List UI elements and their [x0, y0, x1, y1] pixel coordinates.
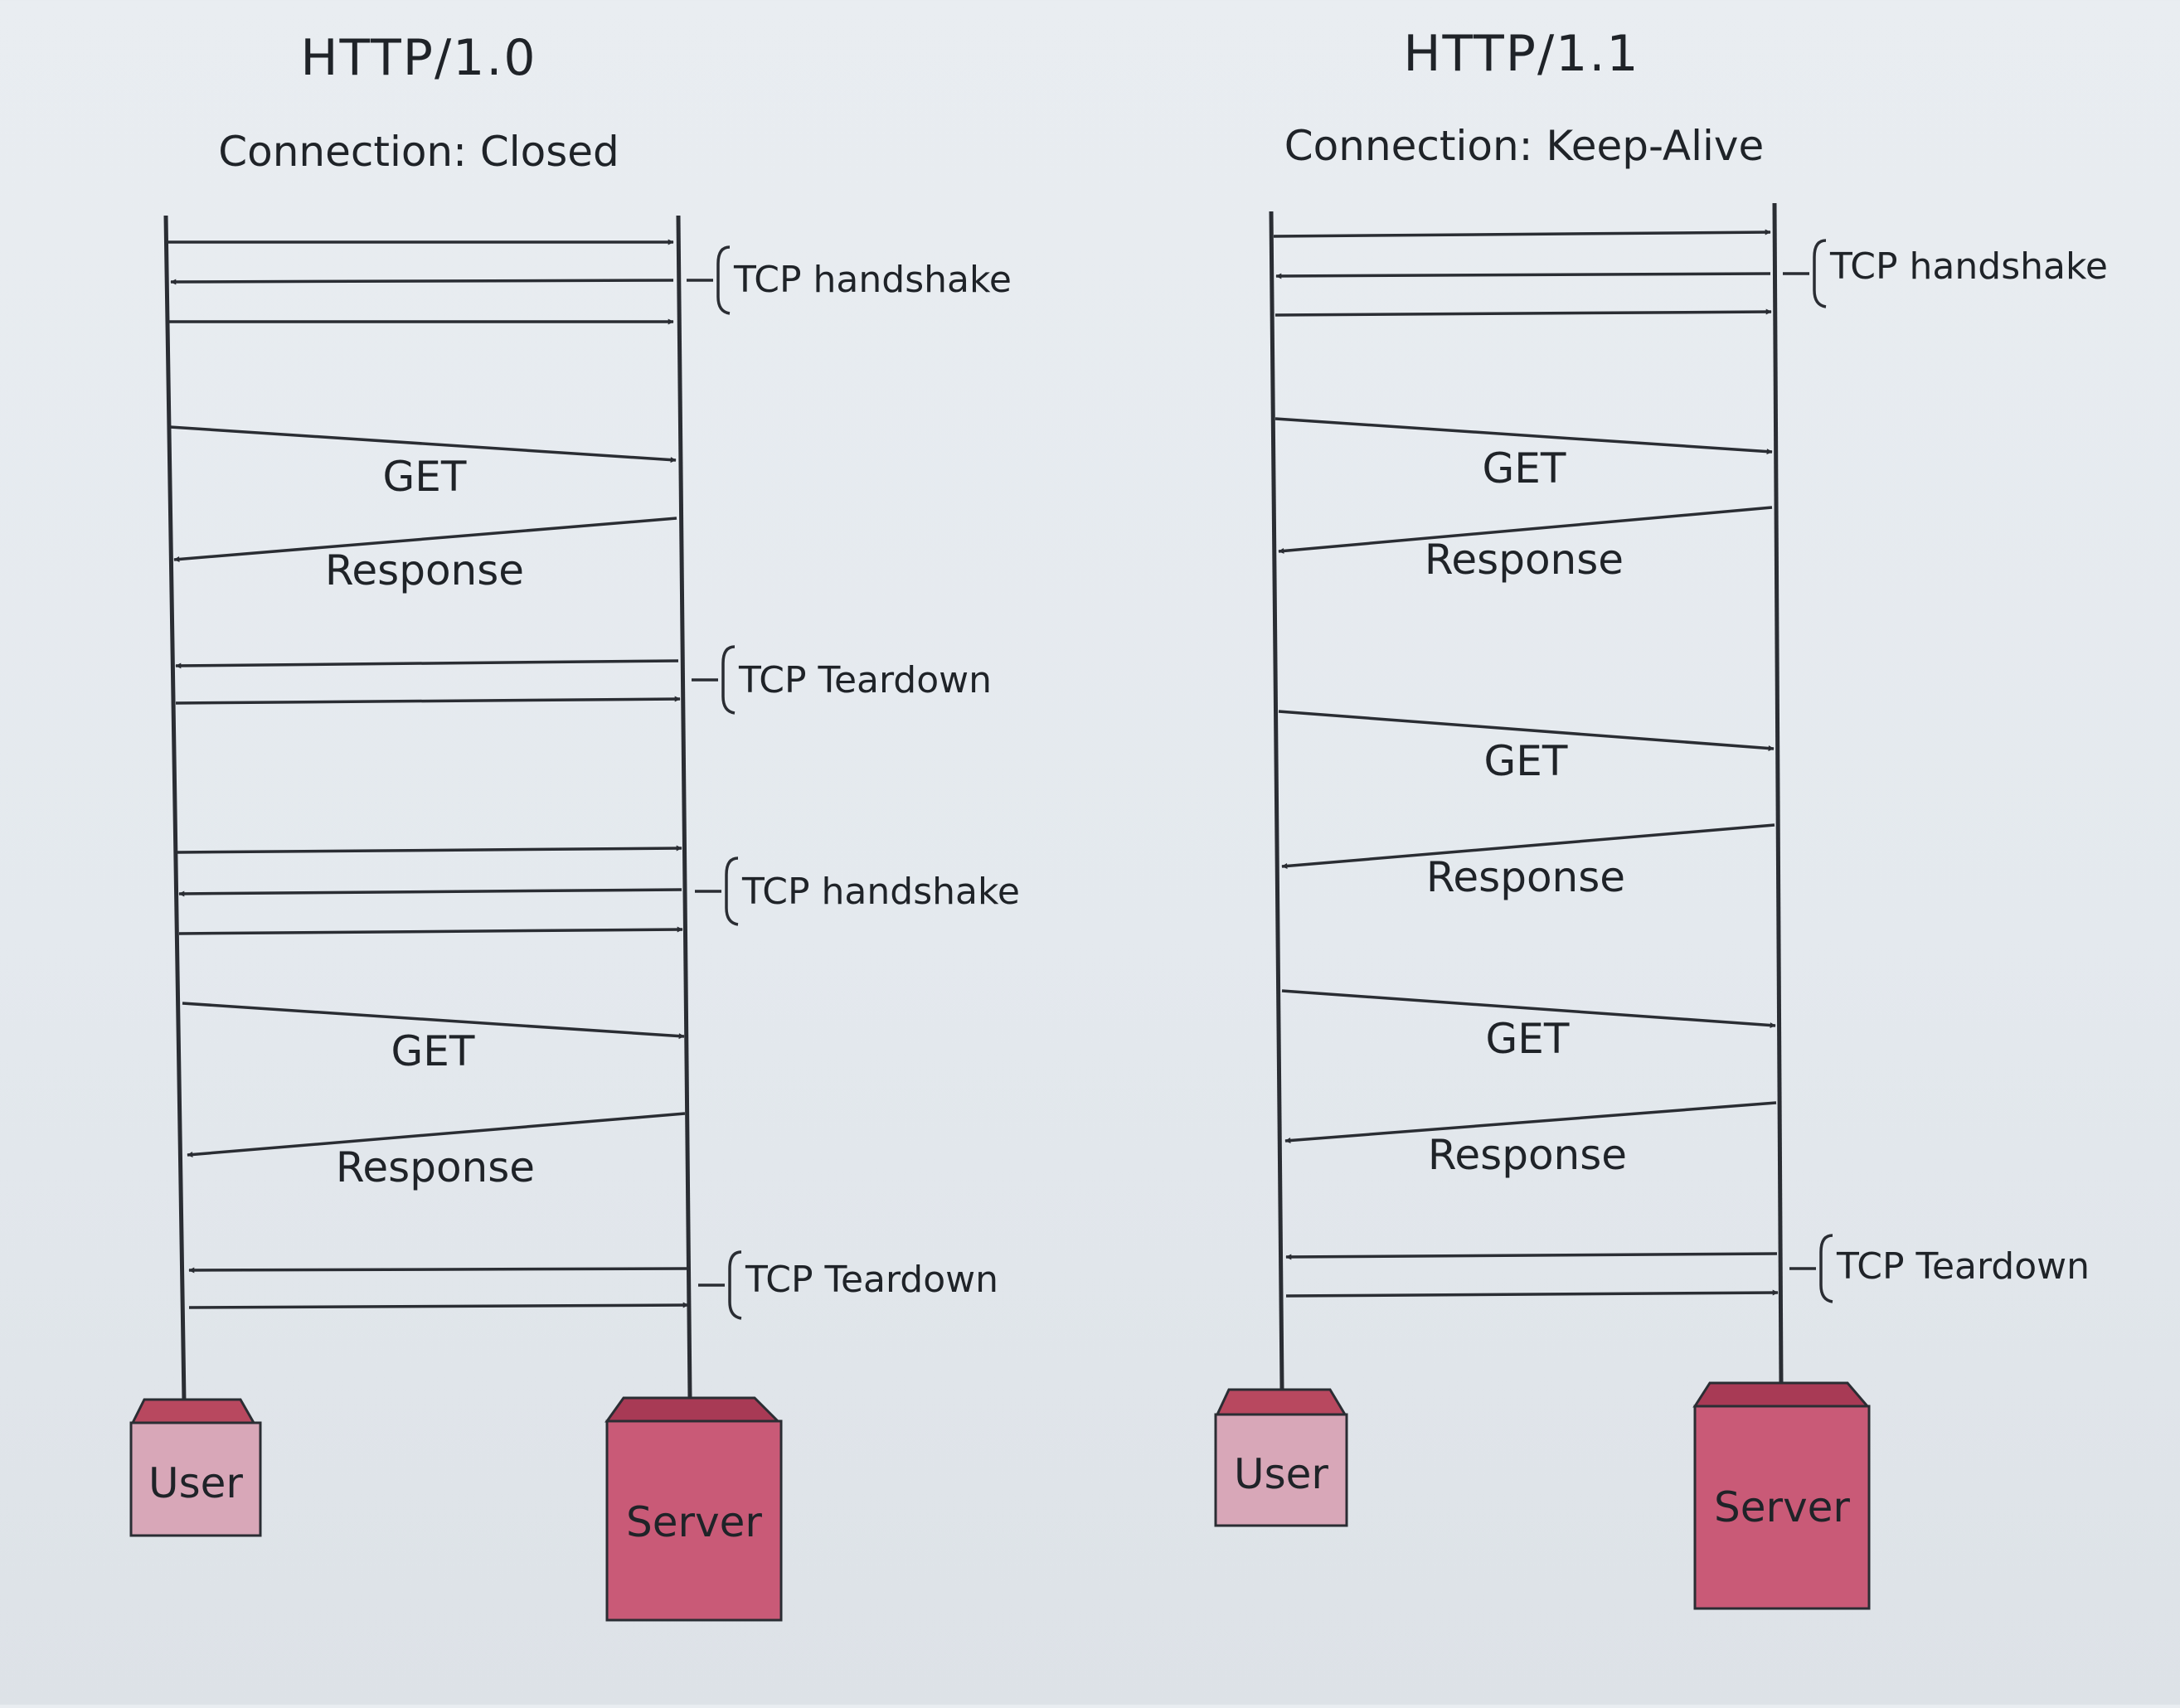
- server-label: Server: [626, 1498, 762, 1546]
- panel-title: HTTP/1.0: [300, 29, 537, 87]
- arrow-response: [1284, 1101, 1777, 1144]
- arrow-response: [1281, 823, 1775, 869]
- user-lifeline: [1269, 211, 1284, 1390]
- message-label: Response: [1425, 536, 1624, 584]
- user-label: User: [1234, 1450, 1328, 1498]
- arrow-response: [187, 1112, 686, 1157]
- message-label: Response: [1428, 1131, 1627, 1179]
- arrow-get: [1274, 417, 1773, 455]
- phase-label: TCP handshake: [741, 871, 1020, 913]
- arrow-get: [169, 425, 677, 463]
- arrow-syn-ack: [178, 888, 682, 897]
- server-box: Server: [1692, 1381, 1871, 1610]
- bracket-icon: [1789, 1234, 1833, 1303]
- arrow-syn-ack: [1275, 272, 1771, 279]
- arrow-get: [1281, 989, 1776, 1029]
- arrow-response: [1278, 506, 1773, 554]
- arrow-get: [1278, 710, 1775, 752]
- phase-label: TCP Teardown: [1836, 1245, 2090, 1288]
- message-label: GET: [1484, 737, 1568, 785]
- arrow-response: [173, 517, 677, 562]
- panel-title: HTTP/1.1: [1403, 25, 1639, 83]
- panel-http10: HTTP/1.0 Connection: Closed TCP handshak…: [129, 29, 1020, 1622]
- phase-label: TCP Teardown: [738, 659, 992, 701]
- phase-label: TCP handshake: [1829, 245, 2108, 288]
- user-box: User: [1214, 1388, 1348, 1527]
- bracket-icon: [692, 645, 736, 715]
- user-box: User: [129, 1398, 262, 1537]
- arrow-fin: [1285, 1252, 1778, 1260]
- messages: TCP handshake GET Response TCP Teardown …: [168, 239, 1020, 1320]
- bracket-icon: [1783, 239, 1827, 308]
- arrow-fin-ack: [188, 1302, 689, 1309]
- arrow-fin-ack: [175, 696, 681, 705]
- arrow-fin: [175, 659, 679, 669]
- message-label: Response: [336, 1143, 535, 1191]
- panel-subtitle: Connection: Closed: [218, 128, 619, 176]
- user-label: User: [148, 1459, 243, 1507]
- arrow-fin-ack: [1285, 1289, 1779, 1298]
- panel-subtitle: Connection: Keep-Alive: [1284, 122, 1765, 170]
- message-label: GET: [391, 1027, 475, 1075]
- arrow-syn-ack: [170, 279, 674, 285]
- arrow-syn: [177, 845, 682, 854]
- server-label: Server: [1714, 1483, 1850, 1531]
- message-label: GET: [383, 453, 467, 501]
- arrow-ack: [178, 926, 683, 935]
- panel-http11: HTTP/1.1 Connection: Keep-Alive TCP hand…: [1214, 25, 2108, 1610]
- arrow-fin: [188, 1267, 687, 1274]
- user-lifeline: [163, 215, 187, 1402]
- phase-label: TCP handshake: [733, 259, 1012, 301]
- bracket-icon: [698, 1250, 742, 1320]
- arrow-get: [182, 1002, 685, 1040]
- messages: TCP handshake GET Response GET Response …: [1273, 229, 2108, 1303]
- message-label: Response: [1426, 853, 1625, 901]
- phase-label: TCP Teardown: [745, 1259, 998, 1301]
- server-box: Server: [604, 1396, 783, 1622]
- server-lifeline: [676, 215, 692, 1398]
- arrow-ack: [1274, 308, 1772, 317]
- arrow-syn: [1273, 229, 1771, 238]
- message-label: Response: [325, 546, 524, 594]
- message-label: GET: [1486, 1015, 1570, 1063]
- bracket-icon: [695, 856, 739, 926]
- bracket-icon: [687, 245, 731, 315]
- message-label: GET: [1483, 444, 1566, 493]
- server-lifeline: [1772, 202, 1784, 1385]
